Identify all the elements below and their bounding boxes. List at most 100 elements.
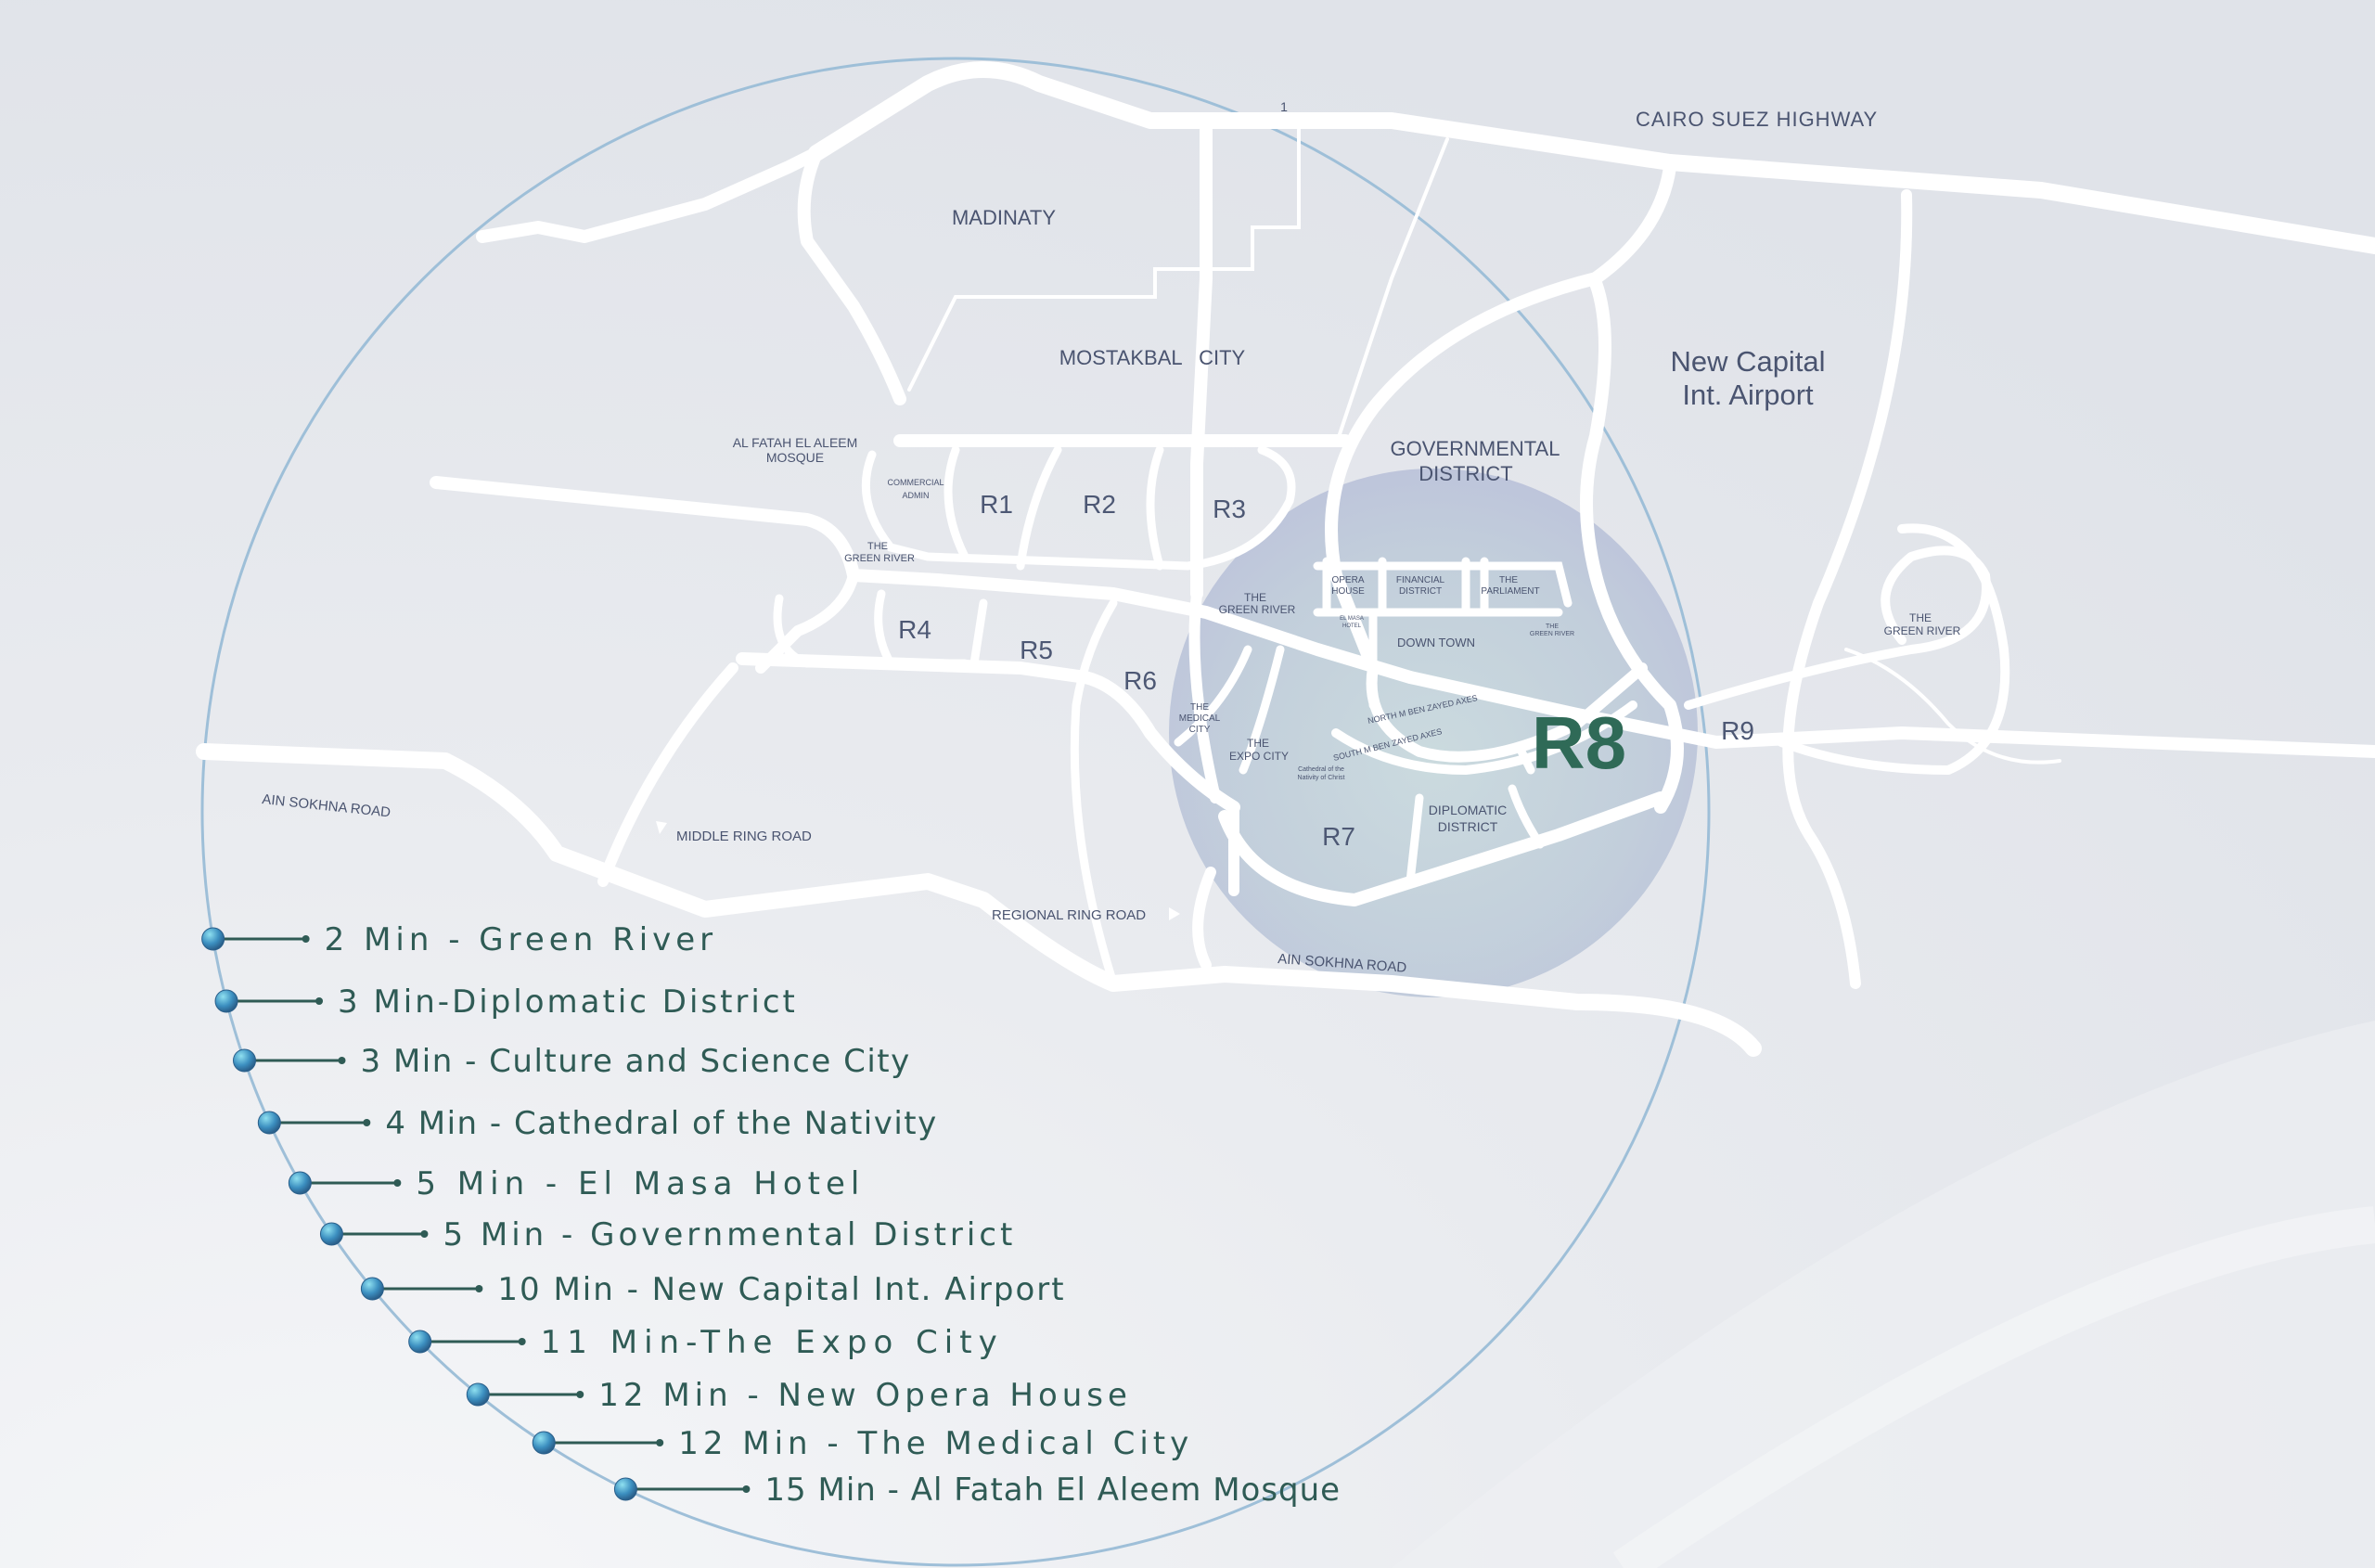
green-river-1-line2: GREEN RIVER [844,553,915,564]
distance-item: 5 Min - El Masa Hotel [288,1165,865,1202]
diplomatic-label-line1: DIPLOMATIC [1429,803,1508,817]
distance-marker-dot [319,1222,343,1246]
airport-label-line2: Int. Airport [1682,379,1814,411]
distance-item: 4 Min - Cathedral of the Nativity [257,1105,937,1142]
district-boundaries [773,445,1573,988]
distance-text: 5 Min - Governmental District [443,1216,1016,1253]
distance-text: 12 Min - New Opera House [598,1377,1132,1414]
madinaty-label: MADINATY [952,206,1056,229]
distance-marker-dot [214,989,238,1013]
distance-text: 4 Min - Cathedral of the Nativity [385,1105,937,1142]
distance-text: 11 Min-The Expo City [541,1324,1004,1361]
distance-text: 5 Min - El Masa Hotel [416,1165,865,1202]
connector-end-dot [475,1285,483,1292]
distance-list: 2 Min - Green River 3 Min-Diplomatic Dist… [201,921,1341,1509]
distance-text: 15 Min - Al Fatah El Aleem Mosque [764,1472,1341,1509]
distance-marker-dot [360,1277,384,1301]
district-r8-label: R8 [1532,701,1626,784]
distance-item: 3 Min - Culture and Science City [233,1043,911,1080]
cathedral-label-line1: Cathedral of the [1298,766,1344,773]
commercial-label-line1: COMMERCIAL [887,478,944,487]
distance-text: 3 Min - Culture and Science City [361,1043,911,1080]
distance-marker-dot [257,1111,281,1135]
parliament-label-line1: THE [1499,575,1518,585]
distance-marker-dot [408,1330,432,1354]
district-r1-label: R1 [980,490,1013,519]
connector-end-dot [363,1119,371,1126]
regional-ring-arrow-icon [1169,907,1180,920]
mosque-label-line1: AL FATAH EL ALEEM [733,435,858,450]
connector-end-dot [338,1057,346,1064]
distance-marker-dot [532,1431,556,1455]
diplomatic-label-line2: DISTRICT [1438,819,1498,834]
distance-marker-dot [288,1171,312,1195]
distance-marker-dot [466,1382,490,1407]
radius-ring [200,57,1711,1567]
distance-text: 10 Min - New Capital Int. Airport [497,1271,1065,1308]
green-river-3-line2: GREEN RIVER [1530,631,1574,637]
district-r2-label: R2 [1083,490,1116,519]
connector-end-dot [393,1179,402,1187]
distance-marker-dot [613,1477,637,1501]
district-r5-label: R5 [1020,636,1053,664]
cathedral-label-line2: Nativity of Christ [1298,775,1345,781]
green-river-4-line2: GREEN RIVER [1884,624,1961,637]
green-river-1-line1: THE [867,541,888,552]
district-r7-label: R7 [1322,822,1355,851]
distance-text: 12 Min - The Medical City [678,1425,1193,1462]
distance-item: 15 Min - Al Fatah El Aleem Mosque [613,1472,1341,1509]
marker-label: 1 [1280,99,1288,114]
distance-item: 11 Min-The Expo City [408,1324,1004,1361]
opera-label-line1: OPERA [1331,575,1364,585]
commercial-label-line2: ADMIN [903,491,930,500]
el-masa-label-line2: HOTEL [1342,623,1362,629]
thin-roads [907,128,2061,765]
distance-item: 2 Min - Green River [201,921,718,958]
green-river-2-line2: GREEN RIVER [1219,603,1296,616]
expo-label-line1: THE [1247,737,1269,750]
district-r6-label: R6 [1123,666,1157,695]
financial-label-line2: DISTRICT [1399,586,1442,597]
medical-label-line2: MEDICAL [1179,713,1221,724]
mostakbal-city-label: MOSTAKBAL CITY [1059,346,1246,369]
financial-label-line1: FINANCIAL [1396,575,1445,585]
el-masa-label-line1: EL MASA [1340,616,1364,622]
connector-end-dot [518,1338,526,1345]
distance-item: 3 Min-Diplomatic District [214,983,798,1021]
cairo-suez-highway-label: CAIRO SUEZ HIGHWAY [1636,108,1878,131]
green-river-2-line1: THE [1244,591,1266,604]
medical-label-line1: THE [1190,702,1209,713]
distance-text: 2 Min - Green River [325,921,718,958]
middle-ring-arrow-icon [656,821,667,834]
airport-label-line1: New Capital [1670,345,1825,378]
distance-item: 12 Min - The Medical City [532,1425,1193,1462]
green-river-4-line1: THE [1909,611,1932,624]
district-r3-label: R3 [1213,495,1246,523]
connector-end-dot [742,1485,751,1493]
downtown-label: DOWN TOWN [1397,636,1475,649]
opera-label-line2: HOUSE [1331,586,1365,597]
middle-ring-road-label: MIDDLE RING ROAD [676,829,812,844]
district-r9-label: R9 [1721,716,1754,745]
connector-end-dot [656,1439,664,1446]
connector-end-dot [420,1230,429,1238]
expo-label-line2: EXPO CITY [1229,750,1289,763]
distance-item: 5 Min - Governmental District [319,1216,1016,1253]
connector-end-dot [302,935,310,943]
governmental-label-line1: GOVERNMENTAL [1391,437,1560,460]
distance-text: 3 Min-Diplomatic District [338,983,798,1021]
distance-marker-dot [201,927,225,951]
distance-marker-dot [233,1048,257,1073]
distance-item: 12 Min - New Opera House [466,1377,1132,1414]
governmental-label-line2: DISTRICT [1419,462,1512,485]
parliament-label-line2: PARLIAMENT [1481,586,1539,597]
background-arc [1612,1206,2375,1568]
road-network [196,61,2375,1057]
connector-end-dot [315,997,324,1005]
regional-ring-road-label: REGIONAL RING ROAD [992,907,1146,923]
green-river-3-line1: THE [1546,623,1559,630]
connector-end-dot [576,1391,584,1398]
medical-label-line3: CITY [1189,725,1211,735]
